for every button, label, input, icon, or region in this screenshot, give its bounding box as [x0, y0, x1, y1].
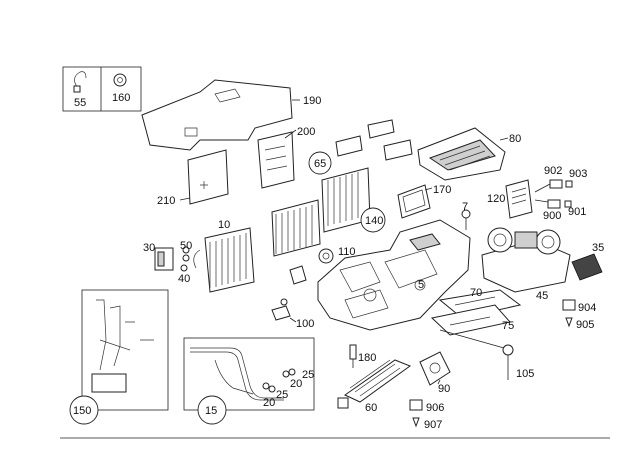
label-15: 15	[205, 405, 217, 417]
label-75: 75	[502, 320, 514, 332]
label-30: 30	[143, 242, 155, 254]
insulation-mat-190: 190	[141, 79, 321, 151]
label-20a: 20	[290, 378, 302, 390]
label-900: 900	[543, 210, 561, 222]
label-20b: 20	[263, 397, 275, 409]
label-105: 105	[516, 368, 534, 380]
label-190: 190	[303, 95, 321, 107]
connectors-900-series: 902 903 900 901	[534, 165, 587, 222]
label-904: 904	[578, 302, 596, 314]
label-110: 110	[338, 246, 356, 258]
control-module-120: 120	[487, 179, 533, 219]
label-140: 140	[365, 215, 383, 227]
cap-110: 110	[318, 246, 356, 264]
housing-cover-80: 80	[417, 127, 521, 181]
screw-7-icon: 7	[461, 201, 471, 230]
actuator-90: 90	[419, 351, 451, 395]
label-210: 210	[157, 195, 175, 207]
grommet-160-icon	[113, 73, 127, 87]
duct-panels-70-75: 70 75	[430, 287, 522, 336]
label-55: 55	[74, 97, 86, 109]
label-906: 906	[426, 402, 444, 414]
label-25a: 25	[302, 369, 314, 381]
clip-55-icon	[73, 71, 87, 93]
blower-regulator-35: 35	[571, 242, 604, 281]
o-rings-50-40: 50 40	[178, 240, 192, 285]
label-45: 45	[536, 290, 548, 302]
foam-pad-200: 200	[257, 126, 315, 189]
assembly-box-150: 150	[69, 289, 169, 425]
label-905: 905	[576, 319, 594, 331]
evaporator-10: 10	[193, 219, 255, 293]
label-50: 50	[180, 240, 192, 252]
label-60: 60	[365, 402, 377, 414]
gasket-170: 170	[397, 184, 451, 219]
label-5: 5	[418, 279, 424, 291]
label-7: 7	[462, 201, 468, 213]
heater-core-60: 60	[337, 359, 412, 414]
filter-frames-65: 65	[308, 119, 413, 175]
sensor-105: 105	[439, 329, 534, 380]
connectors-904-905: 904 905	[562, 299, 596, 331]
label-80: 80	[509, 133, 521, 145]
label-120: 120	[487, 193, 505, 205]
hvac-housing-5: 5	[289, 219, 471, 331]
label-902: 902	[544, 165, 562, 177]
label-170: 170	[433, 184, 451, 196]
label-40: 40	[178, 273, 190, 285]
label-65: 65	[314, 158, 326, 170]
label-907: 907	[424, 419, 442, 431]
label-25b: 25	[276, 389, 288, 401]
label-150: 150	[73, 405, 91, 417]
label-160: 160	[112, 92, 130, 104]
label-901: 901	[568, 206, 586, 218]
label-180: 180	[358, 352, 376, 364]
connectors-906-907: 906 907	[409, 399, 444, 431]
blower-motor-45: 45	[481, 227, 571, 302]
pad-210: 210	[157, 149, 229, 207]
expansion-valve-30: 30	[143, 242, 174, 271]
label-10: 10	[218, 219, 230, 231]
label-90: 90	[438, 383, 450, 395]
label-200: 200	[297, 126, 315, 138]
cabin-filters-140: 140	[271, 167, 386, 257]
label-35: 35	[592, 242, 604, 254]
part-180: 180	[349, 344, 376, 368]
pipe-assembly-box-15: 25 20 25 20 15	[183, 337, 315, 425]
label-70: 70	[470, 287, 482, 299]
bracket-100: 100	[271, 298, 314, 330]
label-100: 100	[296, 318, 314, 330]
small-parts-box: 55 160	[62, 66, 142, 112]
label-903: 903	[569, 168, 587, 180]
